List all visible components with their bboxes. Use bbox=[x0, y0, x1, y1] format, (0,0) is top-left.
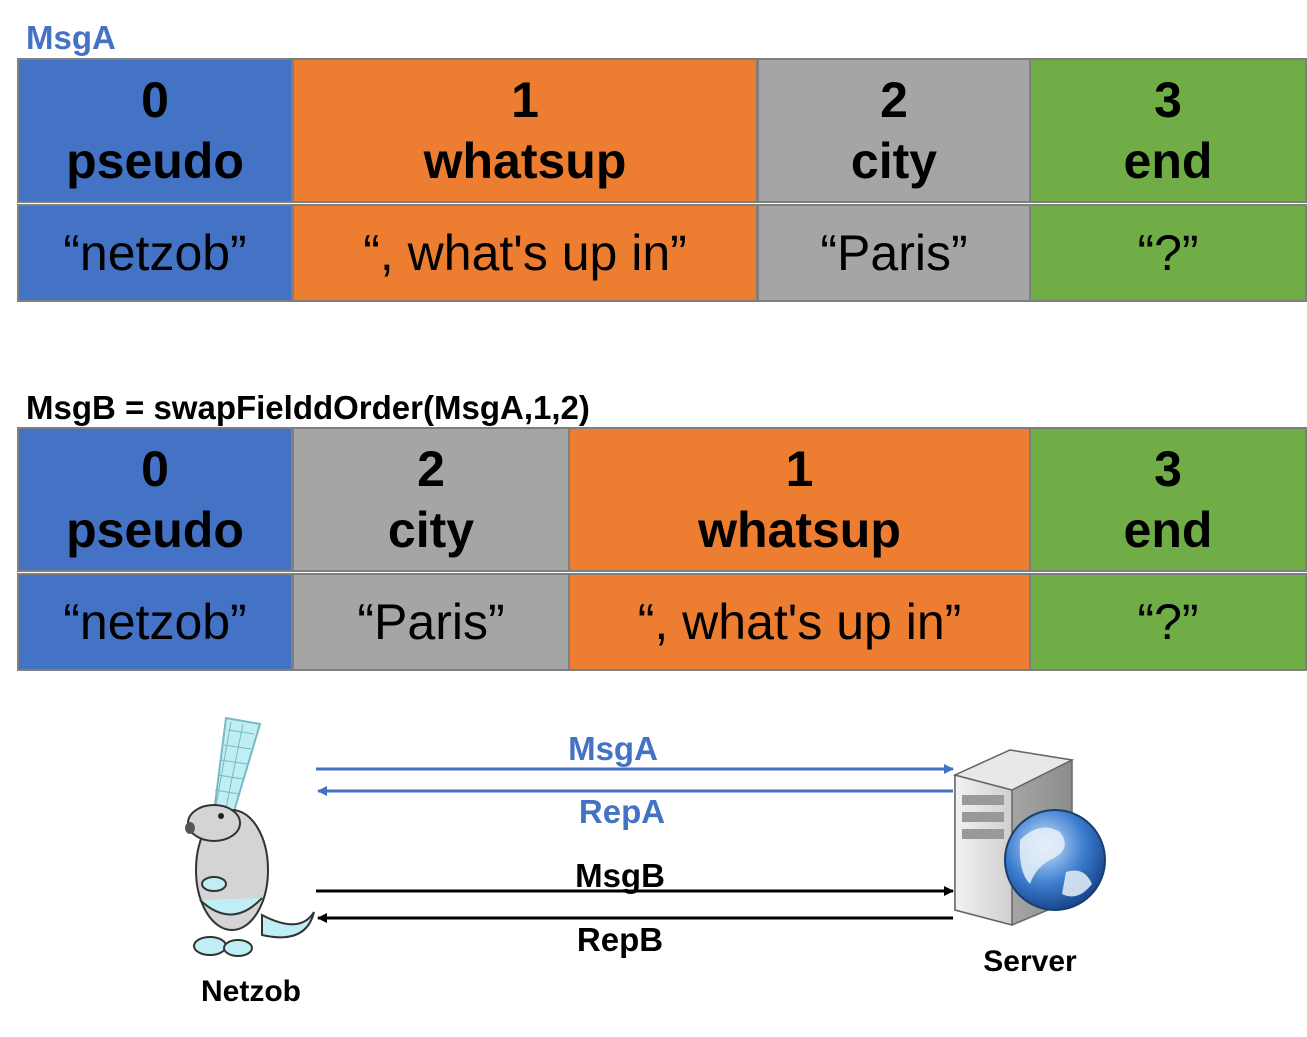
field-index: 2 bbox=[417, 440, 445, 497]
msg-a-field-0-value: “netzob” bbox=[17, 204, 293, 302]
msg-b-field-0-header: 0 pseudo bbox=[17, 427, 293, 572]
field-value: “?” bbox=[1137, 594, 1199, 650]
field-value: “, what's up in” bbox=[363, 225, 687, 281]
field-name: pseudo bbox=[66, 132, 244, 189]
msg-b-field-2-value: “, what's up in” bbox=[568, 573, 1031, 671]
field-index: 0 bbox=[141, 71, 169, 128]
msg-b-table: 0 pseudo 2 city 1 whatsup 3 end “netzob”… bbox=[17, 427, 1307, 671]
field-index: 1 bbox=[785, 440, 814, 497]
field-index: 0 bbox=[141, 440, 169, 497]
field-index: 3 bbox=[1154, 440, 1182, 497]
field-value: “Paris” bbox=[357, 594, 505, 650]
msg-b-field-0-value: “netzob” bbox=[17, 573, 293, 671]
msg-a-field-2-value: “Paris” bbox=[757, 204, 1031, 302]
msg-b-field-1-value: “Paris” bbox=[292, 573, 570, 671]
field-name: whatsup bbox=[698, 501, 901, 558]
msg-a-field-3-header: 3 end bbox=[1029, 58, 1307, 203]
arrow-label-msgb: MsgB bbox=[575, 857, 665, 894]
field-name: pseudo bbox=[66, 501, 244, 558]
msg-a-table: 0 pseudo 1 whatsup 2 city 3 end “netzob”… bbox=[17, 58, 1307, 302]
field-name: end bbox=[1123, 501, 1213, 558]
field-name: city bbox=[387, 501, 475, 558]
msg-a-field-1-header: 1 whatsup bbox=[292, 58, 758, 203]
msg-a-field-2-header: 2 city bbox=[757, 58, 1031, 203]
msg-a-field-1-value: “, what's up in” bbox=[292, 204, 758, 302]
server-icon bbox=[952, 749, 1106, 926]
field-index: 1 bbox=[511, 71, 539, 128]
field-value: “?” bbox=[1137, 225, 1199, 281]
msg-a-title: MsgA bbox=[26, 19, 116, 56]
msg-b-title: MsgB = swapFielddOrder(MsgA,1,2) bbox=[26, 389, 590, 426]
msg-b-field-2-header: 1 whatsup bbox=[568, 427, 1031, 572]
msg-b-field-3-header: 3 end bbox=[1029, 427, 1307, 572]
field-name: end bbox=[1123, 132, 1213, 189]
msg-b-field-3-value: “?” bbox=[1029, 573, 1307, 671]
msg-a-field-3-value: “?” bbox=[1029, 204, 1307, 302]
field-name: whatsup bbox=[423, 132, 627, 189]
field-value: “netzob” bbox=[63, 225, 247, 281]
arrow-label-repa: RepA bbox=[578, 793, 666, 830]
netzob-mascot-icon bbox=[185, 716, 315, 957]
field-value: “, what's up in” bbox=[637, 594, 962, 650]
arrow-label-msga: MsgA bbox=[568, 730, 658, 767]
field-name: city bbox=[850, 132, 938, 189]
field-index: 2 bbox=[880, 71, 908, 128]
msg-b-field-1-header: 2 city bbox=[292, 427, 570, 572]
msg-a-field-0-header: 0 pseudo bbox=[17, 58, 293, 203]
arrow-label-repb: RepB bbox=[576, 921, 664, 958]
server-label: Server bbox=[983, 945, 1077, 978]
field-value: “netzob” bbox=[63, 594, 247, 650]
field-value: “Paris” bbox=[820, 225, 968, 281]
field-index: 3 bbox=[1154, 71, 1182, 128]
client-label: Netzob bbox=[201, 975, 301, 1008]
